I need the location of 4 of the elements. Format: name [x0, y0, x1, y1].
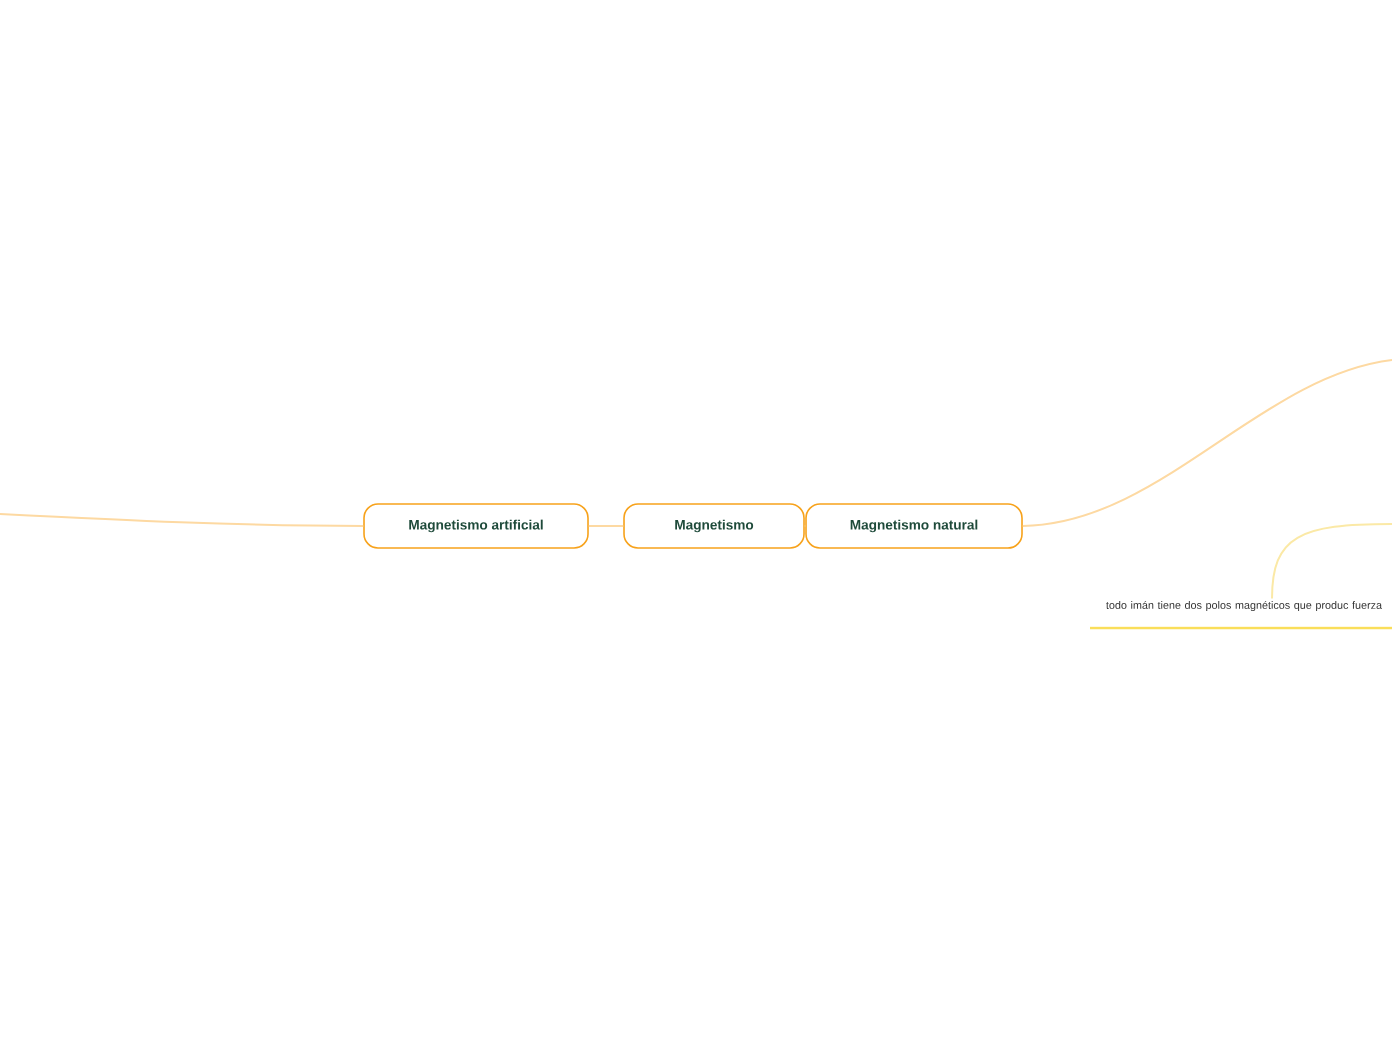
connector-line	[0, 513, 365, 527]
connector-line	[1271, 523, 1392, 600]
connector-line	[587, 525, 625, 527]
connector-line	[1021, 359, 1392, 527]
